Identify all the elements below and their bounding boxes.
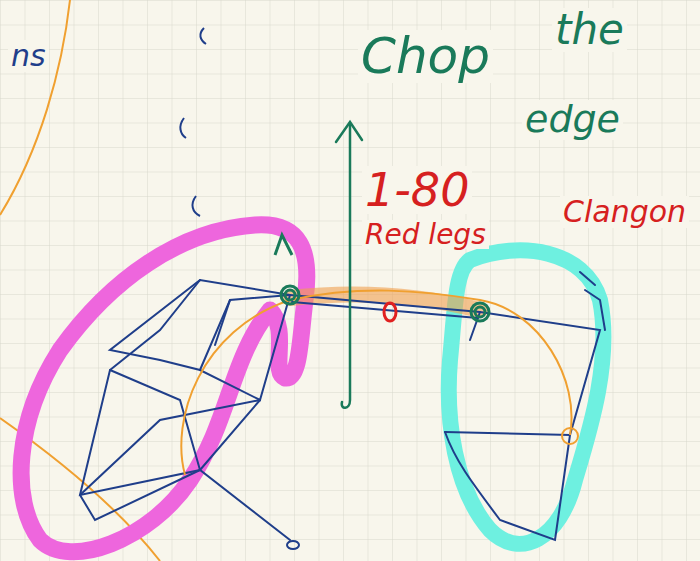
edge-note: Red legs [362,220,489,249]
margin-note: ns [8,40,49,72]
cut-note: edge [522,100,623,140]
cut-arrow [336,122,362,408]
cluster-note: Clangon [560,196,689,228]
path-end [562,428,578,444]
count-note: 1-80 [362,166,472,214]
boundary-line [0,0,70,215]
cut-note: Chop [358,30,493,83]
cluster-outline [21,225,307,552]
path-line [181,291,571,475]
tick-marks [180,28,299,549]
cut-note: the [552,8,627,52]
cut-mark [384,303,396,321]
